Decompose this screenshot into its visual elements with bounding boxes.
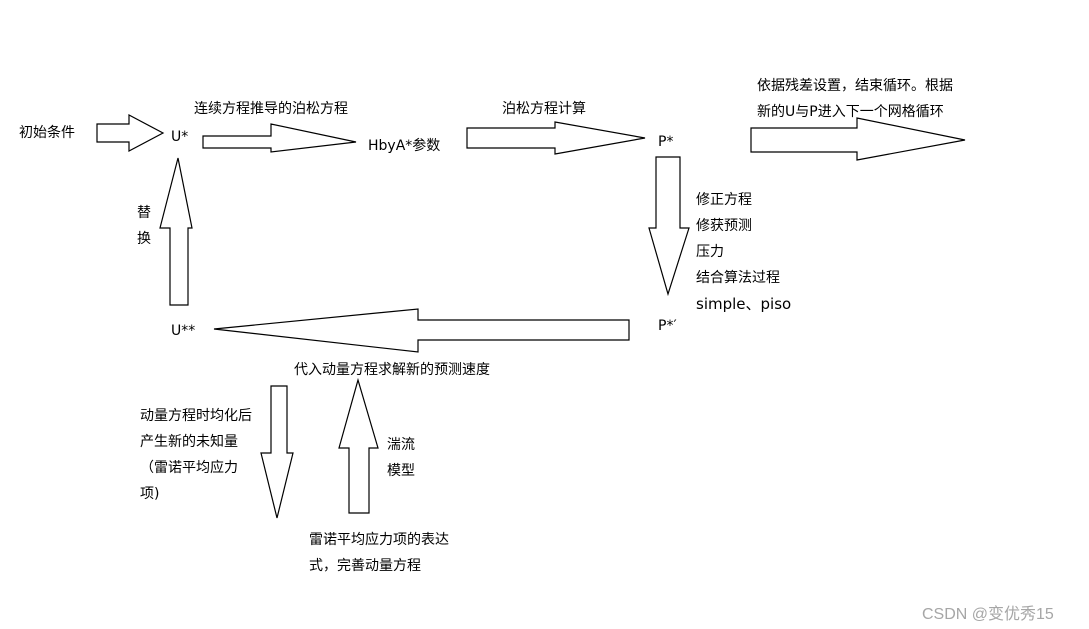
averaging-note: 动量方程时均化后 产生新的未知量 （雷诺平均应力 项) [140, 403, 252, 507]
hbya-node: HbyA*参数 [368, 138, 441, 154]
averaging-note-line3: （雷诺平均应力 [140, 460, 238, 476]
residual-note-line2: 新的U与P进入下一个网格循环 [757, 104, 944, 120]
initial-condition-label: 初始条件 [19, 125, 75, 141]
turbulence-note-line1: 湍流 [387, 437, 415, 453]
momentum-solve-label: 代入动量方程求解新的预测速度 [294, 362, 490, 378]
reynolds-note-line1: 雷诺平均应力项的表达 [309, 532, 449, 548]
replace-note-line1: 替 [137, 205, 151, 221]
correction-note-line4: 结合算法过程 [696, 270, 780, 286]
correction-note-line3: 压力 [696, 244, 724, 260]
averaging-note-line2: 产生新的未知量 [140, 434, 238, 450]
replace-note: 替 换 [137, 200, 151, 252]
u-star-node: U* [171, 129, 189, 145]
poisson-calc-label: 泊松方程计算 [502, 101, 586, 117]
averaging-note-line1: 动量方程时均化后 [140, 408, 252, 424]
arrow-turbulence-up [338, 377, 379, 514]
reynolds-note-line2: 式，完善动量方程 [309, 558, 421, 574]
turbulence-note: 湍流 模型 [387, 432, 415, 484]
arrow-pstar-to-pstarprime [648, 156, 690, 297]
arrow-pstarprime-to-udoublestar [213, 308, 630, 353]
u-double-star-node: U** [171, 323, 196, 339]
replace-note-line2: 换 [137, 231, 151, 247]
p-star-node: P* [658, 134, 674, 150]
arrow-ustar-to-hbya [202, 123, 357, 153]
arrow-hbya-to-pstar [466, 121, 646, 155]
arrow-averaging-down [260, 385, 294, 519]
correction-note-line1: 修正方程 [696, 192, 752, 208]
correction-note-line5: simple、piso [696, 295, 792, 313]
arrow-udoublestar-to-ustar [159, 157, 193, 306]
residual-note-line1: 依据残差设置，结束循环。根据 [757, 78, 953, 94]
watermark: CSDN @变优秀15 [922, 606, 1054, 623]
residual-note: 依据残差设置，结束循环。根据 新的U与P进入下一个网格循环 [757, 73, 953, 125]
p-star-prime-node: P*′ [658, 318, 677, 334]
reynolds-note: 雷诺平均应力项的表达 式，完善动量方程 [309, 527, 449, 579]
continuity-poisson-label: 连续方程推导的泊松方程 [194, 101, 348, 117]
averaging-note-line4: 项) [140, 486, 160, 502]
correction-note-line2: 修获预测 [696, 218, 752, 234]
correction-note: 修正方程 修获预测 压力 结合算法过程 simple、piso [696, 187, 791, 317]
arrow-pstar-to-next-loop [750, 117, 966, 161]
turbulence-note-line2: 模型 [387, 463, 415, 479]
arrow-initial-to-ustar [96, 114, 165, 152]
